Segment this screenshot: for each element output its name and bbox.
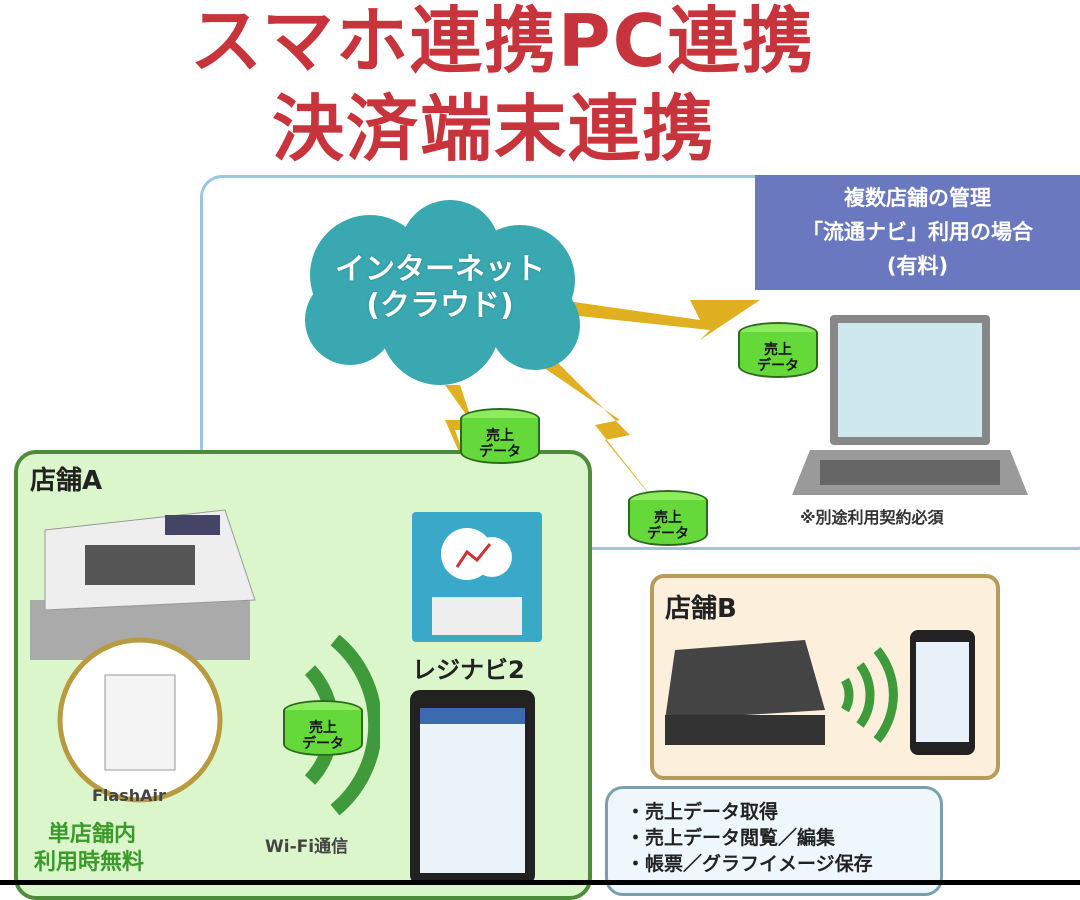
store-b-label: 店舗B: [665, 594, 737, 624]
sales-data-label: 売上 データ: [302, 720, 344, 752]
sales-data-label: 売上 データ: [479, 428, 521, 460]
bolt-laptop: [560, 300, 760, 340]
sales-data-cylinder-wifi: 売上 データ: [283, 700, 363, 762]
single-store-label-2: 利用時無料: [34, 850, 145, 875]
cloud-label-line2: (クラウド): [366, 288, 514, 323]
reginavi-app-icon: [412, 512, 542, 642]
multi-store-line1: 複数店舗の管理: [844, 186, 991, 210]
wifi-signal-icon: [840, 647, 898, 743]
title-line-2: 決済端末連携: [272, 87, 717, 171]
feature-item: ・帳票／グラフイメージ保存: [626, 853, 873, 875]
multi-store-line3: (有料): [886, 254, 949, 278]
cylinder-body: [283, 710, 363, 756]
feature-item: ・売上データ閲覧／編集: [626, 827, 836, 849]
cylinder-body: [460, 418, 540, 464]
cloud-area-frame: [200, 175, 1080, 550]
sales-data-cylinder-store-b: 売上 データ: [628, 490, 708, 552]
cloud-label-line1: インターネット: [335, 252, 545, 287]
cloud-label: インターネット (クラウド): [300, 252, 580, 324]
laptop-note: ※別途利用契約必須: [800, 508, 944, 527]
smartphone-icon: [910, 630, 975, 755]
sales-data-cylinder-store-a: 売上 データ: [460, 408, 540, 470]
internet-cloud-icon: [305, 200, 580, 385]
title-line-1: スマホ連携PC連携: [190, 0, 816, 83]
register-icon: [665, 640, 825, 745]
multi-store-line2: 「流通ナビ」利用の場合: [802, 220, 1033, 244]
feature-item: ・売上データ取得: [626, 801, 779, 823]
sales-data-label: 売上 データ: [647, 510, 689, 542]
cylinder-body: [738, 332, 818, 378]
features-callout: ・売上データ取得 ・売上データ閲覧／編集 ・帳票／グラフイメージ保存: [605, 786, 943, 896]
cylinder-body: [628, 500, 708, 546]
flashair-card-icon: [57, 637, 223, 803]
bolt-storeA: [445, 385, 480, 500]
bottom-bar: [0, 880, 1080, 885]
store-a-label: 店舗A: [30, 466, 103, 496]
bolt-storeB: [540, 360, 670, 520]
reginavi-label: レジナビ2: [412, 656, 525, 684]
wifi-label: Wi-Fi通信: [265, 837, 349, 857]
single-store-label: 単店舗内: [48, 822, 137, 847]
tablet-icon: [410, 690, 535, 885]
laptop-icon: [792, 315, 1028, 495]
sales-data-label: 売上 データ: [757, 342, 799, 374]
store-b-devices: [665, 630, 975, 755]
sales-data-cylinder-laptop: 売上 データ: [738, 322, 818, 384]
multi-store-box: 複数店舗の管理 「流通ナビ」利用の場合 (有料): [755, 175, 1080, 290]
flashair-label: FlashAir: [92, 786, 166, 805]
